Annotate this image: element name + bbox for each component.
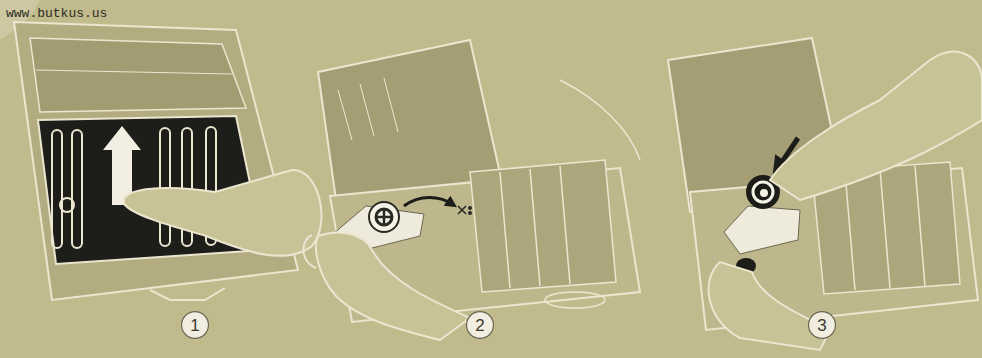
hand <box>316 232 470 340</box>
film-chamber <box>470 160 616 292</box>
lid-ribs <box>338 78 398 140</box>
number-circle <box>809 312 836 339</box>
callout-number: 1 <box>190 317 199 334</box>
mark-dot <box>469 212 471 214</box>
plate-rib <box>36 70 232 74</box>
rib <box>915 166 925 286</box>
rib <box>530 169 540 286</box>
mark-dot <box>469 207 471 209</box>
plate-spring <box>60 198 74 212</box>
hand <box>124 170 321 256</box>
spool-key <box>377 210 391 224</box>
hand <box>770 52 982 200</box>
plate-window <box>30 38 246 112</box>
hand <box>709 262 830 350</box>
mark-cross <box>458 206 466 214</box>
spool-hub <box>376 209 392 225</box>
step-number: 2 <box>466 311 494 339</box>
shutter-dial <box>545 292 605 308</box>
step-number: 1 <box>181 311 209 339</box>
panel-one <box>14 22 321 300</box>
rib <box>845 172 855 290</box>
spool-end <box>369 202 399 232</box>
rib <box>360 84 374 136</box>
number-circle <box>182 312 209 339</box>
slot <box>160 128 170 246</box>
slot <box>72 130 82 248</box>
hand-outline <box>560 80 640 160</box>
plate-tab <box>150 288 225 300</box>
knob-spiral <box>753 182 773 202</box>
chamber-ribs <box>500 166 570 288</box>
slot <box>52 130 62 248</box>
rib <box>384 78 398 132</box>
back-plate <box>14 22 298 300</box>
insert-arrow <box>404 198 452 207</box>
step-number: 3 <box>808 311 836 339</box>
chamber-ribs <box>845 166 925 290</box>
number-circle <box>467 312 494 339</box>
rib <box>338 90 352 140</box>
callout-number: 2 <box>475 317 484 334</box>
thumb <box>303 235 316 268</box>
rib <box>500 172 510 288</box>
spool-mark <box>458 206 471 214</box>
callout-number: 3 <box>817 317 826 334</box>
film-spool <box>724 206 800 254</box>
panel-three <box>668 38 982 350</box>
panel-two <box>303 40 640 340</box>
rib <box>560 166 570 284</box>
watermark: www.butkus.us <box>6 6 107 21</box>
rib <box>880 169 890 288</box>
knob-center <box>760 189 768 197</box>
